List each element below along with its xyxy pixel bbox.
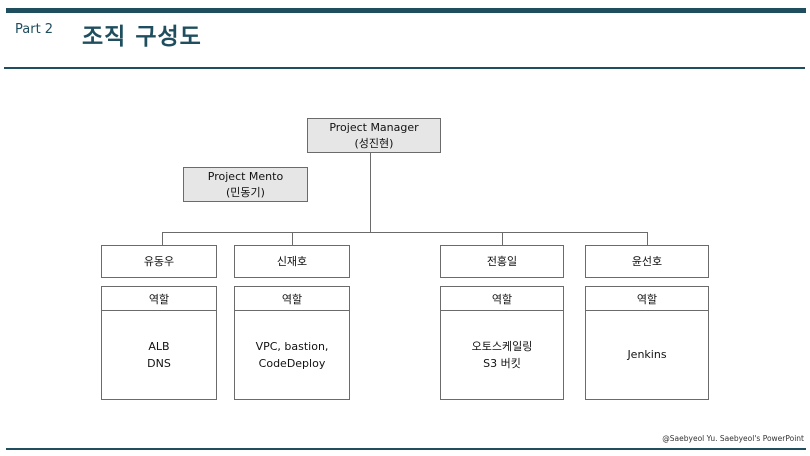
role-header: 역할	[235, 287, 349, 311]
project-mentor-role: Project Mento	[207, 169, 284, 183]
role-task: Jenkins	[627, 348, 667, 362]
title-divider	[4, 67, 805, 69]
project-mentor-box: Project Mento (민동기)	[183, 167, 308, 202]
branch-drop-line-4	[647, 232, 648, 245]
role-body: 오토스케일링 S3 버킷	[441, 311, 563, 399]
role-task: S3 버킷	[483, 357, 521, 370]
project-manager-box: Project Manager (성진현)	[307, 118, 441, 153]
member-role-card: 역할 Jenkins	[585, 286, 709, 400]
role-task: VPC, bastion,	[255, 339, 329, 353]
copyright-text: @Saebyeol Yu. Saebyeol's PowerPoint	[662, 434, 804, 443]
role-body: ALB DNS	[102, 311, 216, 399]
role-task: ALB	[148, 339, 170, 353]
member-name: 신재호	[276, 254, 308, 268]
branch-horizontal-line	[162, 232, 648, 233]
member-name-box: 윤선호	[585, 245, 709, 278]
manager-stem-line	[370, 152, 371, 232]
role-header: 역할	[441, 287, 563, 311]
member-name: 유동우	[143, 254, 175, 268]
member-role-card: 역할 오토스케일링 S3 버킷	[440, 286, 564, 400]
branch-drop-line-2	[292, 232, 293, 245]
branch-drop-line-3	[502, 232, 503, 245]
member-name: 윤선호	[631, 254, 663, 268]
part-label: Part 2	[15, 22, 54, 37]
top-accent-bar	[6, 8, 806, 13]
footer-divider	[6, 448, 806, 450]
role-task: CodeDeploy	[258, 357, 326, 370]
role-body: Jenkins	[586, 311, 708, 399]
role-header: 역할	[102, 287, 216, 311]
member-role-card: 역할 VPC, bastion, CodeDeploy	[234, 286, 350, 400]
member-role-card: 역할 ALB DNS	[101, 286, 217, 400]
member-name-box: 신재호	[234, 245, 350, 278]
page-title: 조직 구성도	[82, 24, 202, 50]
member-name-box: 유동우	[101, 245, 217, 278]
role-task: 오토스케일링	[471, 339, 533, 353]
role-task: DNS	[147, 357, 171, 370]
role-header: 역할	[586, 287, 708, 311]
branch-drop-line-1	[162, 232, 163, 245]
project-manager-role: Project Manager	[329, 120, 419, 134]
member-name: 전홍일	[486, 254, 518, 268]
role-body: VPC, bastion, CodeDeploy	[235, 311, 349, 399]
project-manager-name: (성진현)	[354, 136, 394, 150]
project-mentor-name: (민동기)	[226, 185, 265, 199]
member-name-box: 전홍일	[440, 245, 564, 278]
